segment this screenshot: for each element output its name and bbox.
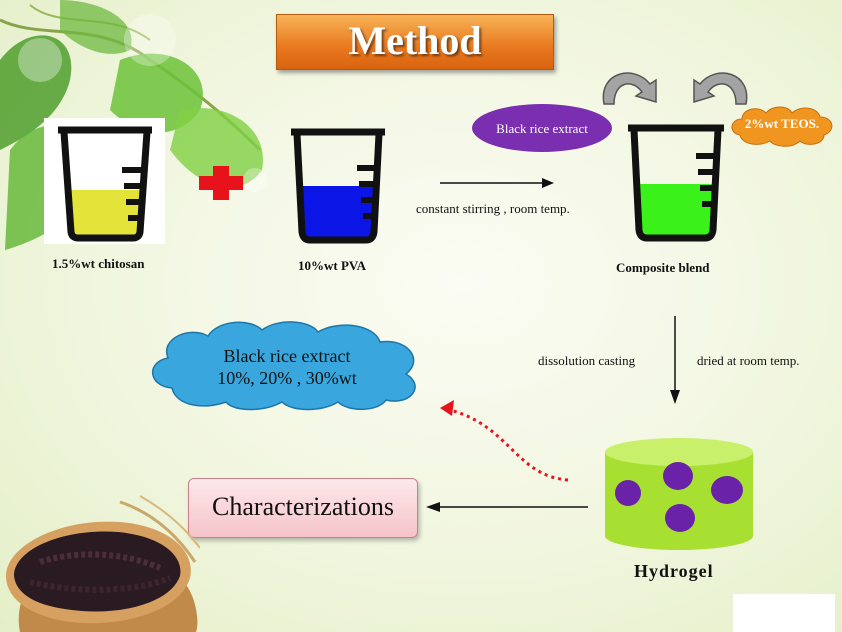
extract-cloud xyxy=(151,321,416,411)
chitosan-beaker xyxy=(44,118,165,244)
drying-label: dried at room temp. xyxy=(697,353,800,368)
teos-label: 2%wt TEOS. xyxy=(744,116,820,131)
teos-cloud xyxy=(731,106,833,147)
pva-beaker xyxy=(283,124,393,248)
corner-patch xyxy=(733,594,835,632)
pva-label: 10%wt PVA xyxy=(298,258,367,273)
characterization-arrow xyxy=(426,502,588,512)
cloud-line2: 10%, 20% , 30%wt xyxy=(217,368,357,388)
curved-arrow-icon xyxy=(693,72,748,105)
dotted-arrow xyxy=(440,400,569,482)
chitosan-label: 1.5%wt chitosan xyxy=(52,256,145,271)
extract-label: Black rice extract xyxy=(496,121,588,136)
plus-icon xyxy=(199,166,243,200)
hydrogel-label: Hydrogel xyxy=(634,561,714,581)
casting-arrow xyxy=(670,316,680,404)
cloud-line1: Black rice extract xyxy=(223,346,351,366)
stirring-label: constant stirring , room temp. xyxy=(416,201,570,216)
characterizations-box: Characterizations xyxy=(188,478,418,538)
rice-bowl xyxy=(5,495,200,632)
curved-arrow-icon xyxy=(602,72,657,105)
stirring-arrow xyxy=(440,178,554,188)
casting-label: dissolution casting xyxy=(538,353,636,368)
blend-beaker xyxy=(620,120,732,246)
blend-label: Composite blend xyxy=(616,260,710,275)
page-title: Method xyxy=(276,14,554,70)
hydrogel-cylinder xyxy=(605,438,753,550)
extract-ellipse xyxy=(472,104,612,152)
